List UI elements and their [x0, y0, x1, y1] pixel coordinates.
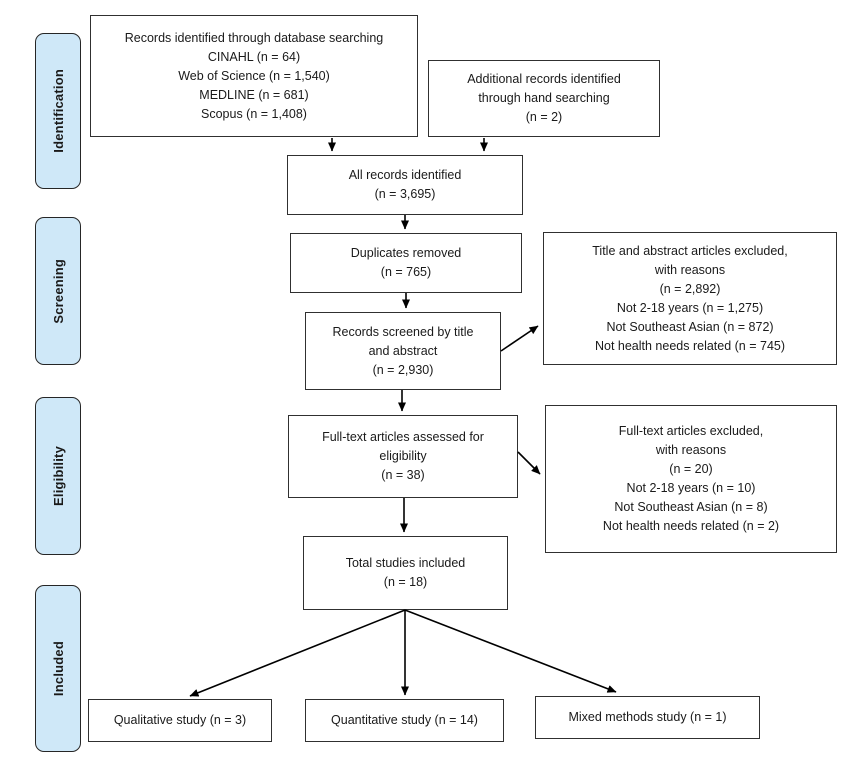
- box-line: eligibility: [379, 449, 427, 463]
- box-line: Web of Science (n = 1,540): [178, 68, 330, 83]
- box-line: with reasons: [655, 443, 727, 457]
- box-line: MEDLINE (n = 681): [199, 87, 309, 102]
- box-duplicates-removed: Duplicates removed (n = 765): [290, 233, 522, 293]
- box-line: Not health needs related (n = 745): [594, 338, 786, 353]
- box-qualitative-study: Qualitative study (n = 3): [88, 699, 272, 742]
- box-line: Mixed methods study (n = 1): [568, 710, 727, 724]
- box-quantitative-study: Quantitative study (n = 14): [305, 699, 504, 742]
- stage-label-eligibility: Eligibility: [35, 397, 81, 555]
- arrow-screened-to-excluded: [500, 325, 539, 352]
- box-line: All records identified: [348, 168, 462, 182]
- box-line: (n = 2,892): [659, 281, 721, 296]
- box-line: Records identified through database sear…: [124, 30, 384, 45]
- box-line: (n = 2,930): [372, 362, 434, 377]
- box-line: Qualitative study (n = 3): [113, 713, 247, 727]
- box-line: CINAHL (n = 64): [207, 49, 301, 64]
- box-all-records: All records identified (n = 3,695): [287, 155, 523, 215]
- box-line: Not health needs related (n = 2): [602, 519, 780, 533]
- stage-label-identification: Identification: [35, 33, 81, 189]
- box-mixed-methods-study: Mixed methods study (n = 1): [535, 696, 760, 739]
- box-line: (n = 18): [383, 575, 428, 589]
- box-line: through hand searching: [478, 91, 610, 105]
- stage-label-included-text: Included: [50, 640, 66, 697]
- box-line: Not Southeast Asian (n = 8): [614, 500, 768, 514]
- arrow-total-to-mixed: [404, 609, 617, 693]
- box-line: Additional records identified: [467, 72, 621, 86]
- arrow-fulltext-to-excluded: [517, 451, 541, 475]
- stage-label-screening: Screening: [35, 217, 81, 365]
- stage-label-included: Included: [35, 585, 81, 752]
- box-line: with reasons: [654, 262, 726, 277]
- box-database-search: Records identified through database sear…: [90, 15, 418, 137]
- box-line: Not 2-18 years (n = 10): [626, 481, 756, 495]
- arrow-total-to-qualitative: [189, 609, 406, 697]
- box-line: Scopus (n = 1,408): [201, 106, 307, 121]
- box-line: (n = 2): [525, 110, 563, 124]
- box-line: and abstract: [368, 343, 438, 358]
- box-fulltext-assessed: Full-text articles assessed for eligibil…: [288, 415, 518, 498]
- box-total-included: Total studies included (n = 18): [303, 536, 508, 610]
- box-hand-search: Additional records identified through ha…: [428, 60, 660, 137]
- box-line: Not 2-18 years (n = 1,275): [616, 300, 764, 315]
- box-line: Not Southeast Asian (n = 872): [606, 319, 774, 334]
- box-line: Records screened by title: [332, 324, 474, 339]
- box-line: (n = 20): [669, 462, 713, 476]
- box-line: Title and abstract articles excluded,: [592, 243, 788, 258]
- stage-label-eligibility-text: Eligibility: [50, 446, 66, 506]
- box-title-abstract-excluded: Title and abstract articles excluded, wi…: [543, 232, 837, 365]
- box-line: (n = 3,695): [374, 187, 436, 201]
- box-line: Quantitative study (n = 14): [331, 713, 478, 727]
- box-line: (n = 765): [380, 265, 432, 279]
- stage-label-identification-text: Identification: [50, 69, 66, 153]
- box-records-screened: Records screened by title and abstract (…: [305, 312, 501, 390]
- stage-label-screening-text: Screening: [50, 258, 66, 324]
- box-line: (n = 38): [381, 468, 425, 482]
- box-line: Duplicates removed: [350, 246, 462, 260]
- box-line: Total studies included: [345, 556, 466, 570]
- box-line: Full-text articles assessed for: [322, 430, 484, 444]
- box-fulltext-excluded: Full-text articles excluded, with reason…: [545, 405, 837, 553]
- box-line: Full-text articles excluded,: [618, 424, 764, 438]
